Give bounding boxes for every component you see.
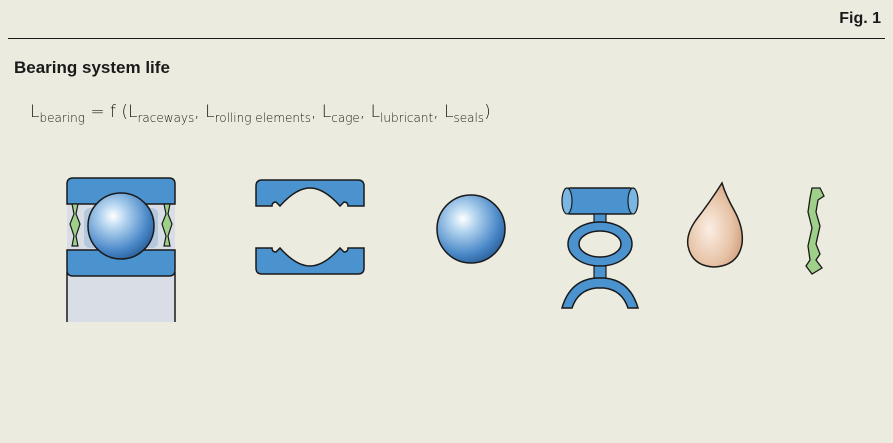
- formula-lhs-symbol: L: [30, 102, 40, 122]
- seal-icon: [805, 187, 825, 275]
- formula-term-cage: Lcage,: [321, 102, 371, 125]
- formula-equals: = f (: [84, 102, 128, 122]
- life-formula: Lbearing = f (Lraceways, Lrolling elemen…: [30, 102, 491, 125]
- header-divider: [8, 38, 885, 39]
- lubricant-drop-icon: [686, 181, 744, 268]
- formula-lhs-subscript: bearing: [39, 111, 85, 125]
- formula-term-lubricant: Llubricant,: [370, 102, 444, 125]
- figure-label: Fig. 1: [839, 10, 881, 27]
- formula-close: ): [484, 102, 491, 122]
- formula-term-rolling-elements: Lrolling elements,: [205, 102, 322, 125]
- cage-icon: [561, 187, 639, 309]
- formula-term-raceways: Lraceways,: [128, 102, 206, 125]
- formula-term-seals: Lseals: [444, 102, 485, 125]
- ball-icon: [436, 194, 506, 264]
- figure-title: Bearing system life: [14, 58, 170, 77]
- raceways-icon: [255, 179, 365, 275]
- bearing-cross-section-icon: [66, 177, 176, 322]
